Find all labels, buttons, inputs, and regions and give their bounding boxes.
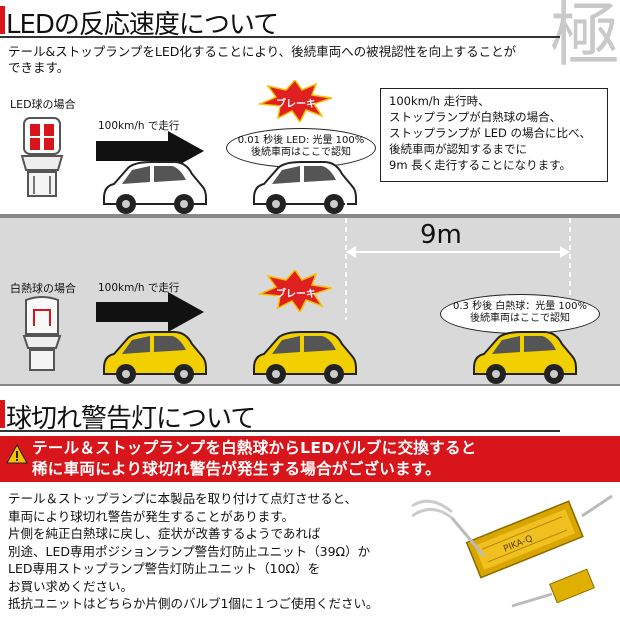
body-text: テール＆ストップランプに本製品を取り付けて点灯させると、 車両により球切れ警告が… (8, 491, 379, 611)
incandescent-label: 白熱球の場合 (10, 282, 76, 295)
section2-title-bar (0, 400, 5, 428)
led-speed-label: 100km/h で走行 (98, 120, 180, 132)
incandescent-arrow-icon (96, 292, 204, 332)
led-bulb-icon (20, 117, 64, 197)
title-rule-2 (0, 430, 560, 432)
led-arrow-icon (96, 131, 204, 171)
section-title-bar (0, 6, 5, 34)
section-title-led-speed: LEDの反応速度について (6, 10, 279, 40)
road-line-incandescent (0, 384, 620, 386)
yellow-car-3 (473, 331, 577, 384)
watermark-kanji: 極 (550, 0, 620, 76)
brake-burst-icon-led (258, 80, 332, 122)
white-car-2 (253, 161, 357, 214)
yellow-car-2 (253, 331, 357, 384)
incandescent-speed-label: 100km/h で走行 (98, 282, 180, 294)
warning-icon (6, 444, 28, 464)
incandescent-bulb-icon (22, 296, 62, 371)
warning-banner (0, 436, 620, 482)
brake-label-incandescent: ブレーキ (276, 289, 316, 300)
resistor-unit-icon: PIKA-Q (412, 494, 613, 608)
incandescent-callout: 0.3 秒後 白熱球：光量 100% 後続車両はここで認知 (440, 294, 600, 334)
warning-text: テール＆ストップランプを白熱球からLEDバルブに交換すると 稀に車両により球切れ… (32, 439, 477, 478)
white-car-1 (103, 161, 207, 214)
info-box: 100km/h 走行時、 ストップランプが白熱球の場合、 ストップランプが LE… (380, 88, 608, 182)
road-line-led (0, 214, 620, 218)
yellow-car-1 (103, 331, 207, 384)
brake-label-led: ブレーキ (276, 99, 316, 110)
led-label: LED球の場合 (10, 98, 76, 111)
title-rule (0, 36, 560, 38)
intro-text: テール&ストップランプをLED化することにより、後続車両への被視認性を向上するこ… (8, 44, 517, 75)
distance-label: 9m (420, 220, 462, 250)
brake-burst-icon-incandescent (258, 270, 332, 312)
section-title-bulb-warning: 球切れ警告灯について (6, 404, 256, 434)
